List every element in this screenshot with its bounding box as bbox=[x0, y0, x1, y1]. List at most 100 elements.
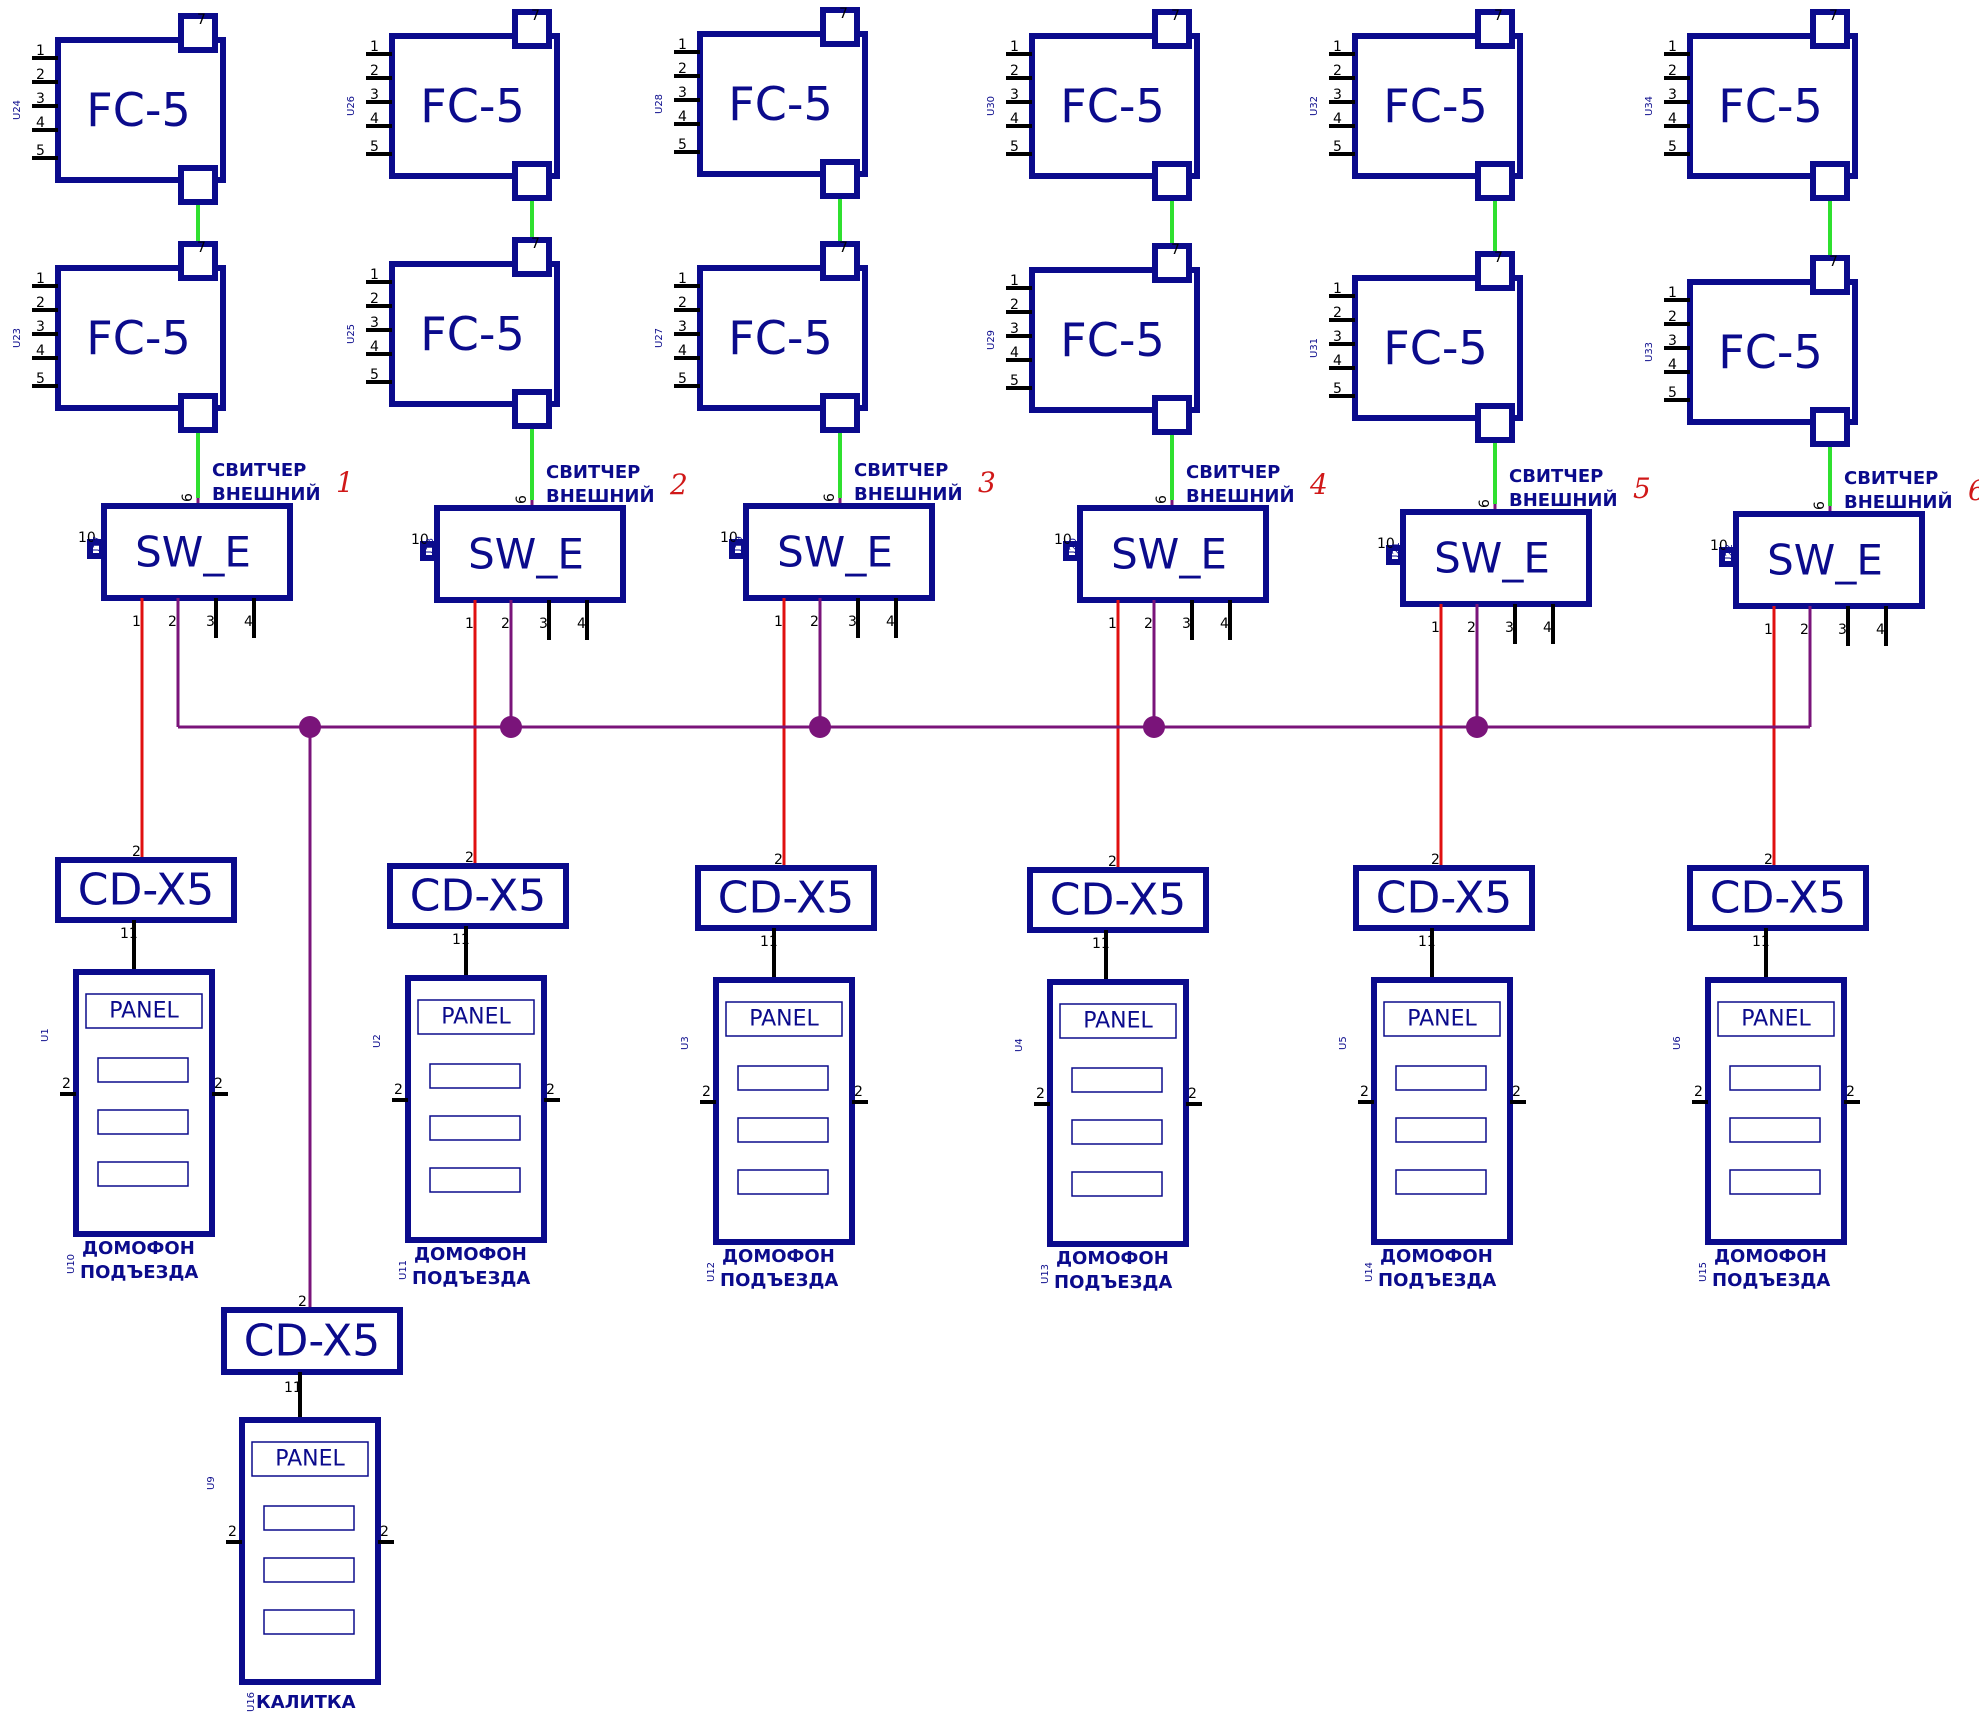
switcher-bottom-pin-number: 2 bbox=[1144, 616, 1153, 632]
fc5-top-pin-number: 7 bbox=[1494, 8, 1503, 24]
cdx5-label: CD-X5 bbox=[78, 865, 214, 916]
cdx5-top-pin-number: 2 bbox=[774, 852, 783, 868]
fc5-side-pin-number: 2 bbox=[1333, 305, 1342, 321]
fc5-box bbox=[697, 31, 868, 177]
fc5-label: FC-5 bbox=[728, 311, 832, 365]
door-caption-line1: ДОМОФОН bbox=[1380, 1246, 1493, 1267]
panel-left-pin-number: 2 bbox=[394, 1082, 403, 1098]
panel-label: PANEL bbox=[1741, 1007, 1811, 1032]
panel-right-pin-number: 2 bbox=[546, 1082, 555, 1098]
door-caption-line1: ДОМОФОН bbox=[722, 1246, 835, 1267]
fc5-box bbox=[1352, 33, 1523, 179]
fc5-box bbox=[389, 261, 560, 407]
fc5-side-pin-number: 5 bbox=[1010, 139, 1019, 155]
fc5-label: FC-5 bbox=[1718, 325, 1822, 379]
fc5-ref: U32 bbox=[1309, 96, 1320, 116]
panel-title-frame bbox=[417, 999, 535, 1035]
switcher-label: SW_E bbox=[1434, 534, 1550, 583]
switcher-caption-line1: СВИТЧЕР bbox=[546, 462, 640, 483]
switcher-number: 3 bbox=[978, 466, 996, 499]
switcher-left-pin-number: 10 bbox=[1377, 536, 1395, 552]
switcher-left-pin-number: 10 bbox=[78, 530, 96, 546]
fc5-bottom-connector bbox=[820, 393, 860, 433]
switcher-left-connector bbox=[729, 539, 747, 559]
door-caption-line2: ПОДЪЕЗДА bbox=[720, 1270, 838, 1291]
fc5-side-pin-number: 1 bbox=[1668, 39, 1677, 55]
fc5-side-pin-number: 4 bbox=[1333, 353, 1342, 369]
gate-ref: U16 bbox=[246, 1692, 257, 1712]
switcher-bottom-pin-number: 3 bbox=[1505, 620, 1514, 636]
fc5-ref: U27 bbox=[654, 328, 665, 348]
fc5-side-pin-number: 4 bbox=[1668, 111, 1677, 127]
gate-cdx5-box bbox=[221, 1307, 403, 1375]
switcher-caption-line1: СВИТЧЕР bbox=[1509, 466, 1603, 487]
switcher-label: SW_E bbox=[1767, 536, 1883, 585]
panel-label: PANEL bbox=[1083, 1009, 1153, 1034]
fc5-side-pin-number: 2 bbox=[36, 295, 45, 311]
door-caption-line1: ДОМОФОН bbox=[82, 1238, 195, 1259]
switcher-6: SW_E106U22СВИТЧЕРВНЕШНИЙ61234 bbox=[1710, 468, 1979, 646]
cdx5-bottom-pin-number: 11 bbox=[760, 934, 778, 950]
panel-button-slot bbox=[1729, 1169, 1821, 1195]
fc5-side-pin-number: 3 bbox=[370, 315, 379, 331]
switcher-bottom-pin-number: 4 bbox=[1876, 622, 1885, 638]
cdx5-top-pin-number: 2 bbox=[1431, 852, 1440, 868]
panel-button-slot bbox=[737, 1169, 829, 1195]
gate-cdx5-bottom-pin-number: 11 bbox=[284, 1380, 302, 1396]
fc5-top-connector bbox=[1152, 243, 1192, 283]
switcher-caption-line1: СВИТЧЕР bbox=[1186, 462, 1280, 483]
fc5-side-pin-number: 2 bbox=[1333, 63, 1342, 79]
bus-junction bbox=[809, 716, 831, 738]
switcher-bottom-pin-number: 1 bbox=[1431, 620, 1440, 636]
fc5-side-pin-number: 5 bbox=[1333, 381, 1342, 397]
switcher-caption-line2: ВНЕШНИЙ bbox=[1186, 485, 1295, 507]
fc5-side-pin-number: 3 bbox=[1333, 329, 1342, 345]
switcher-label: SW_E bbox=[1111, 530, 1227, 579]
cdx5-label: CD-X5 bbox=[1050, 875, 1186, 926]
switcher-bottom-pin-number: 4 bbox=[1543, 620, 1552, 636]
switcher-number: 2 bbox=[669, 468, 688, 501]
fc5-top-pin-number: 7 bbox=[531, 236, 540, 252]
cdx5-box bbox=[1353, 865, 1535, 931]
fc5-side-pin-number: 5 bbox=[370, 367, 379, 383]
fc5-side-pin-number: 2 bbox=[370, 291, 379, 307]
fc5-box bbox=[1687, 279, 1858, 425]
door-caption-line2: ПОДЪЕЗДА bbox=[80, 1262, 198, 1283]
fc5-side-pin-number: 2 bbox=[1010, 297, 1019, 313]
switcher-box bbox=[1400, 509, 1592, 607]
fc5-bottom-connector bbox=[1810, 161, 1850, 201]
switcher-label: SW_E bbox=[468, 530, 584, 579]
switcher-caption-line2: ВНЕШНИЙ bbox=[212, 483, 321, 505]
fc5-top-connector bbox=[820, 7, 860, 47]
cdx5-top-pin-number: 2 bbox=[465, 850, 474, 866]
panel-left-pin-number: 2 bbox=[1360, 1084, 1369, 1100]
panel-label: PANEL bbox=[441, 1005, 511, 1030]
fc5-side-pin-number: 3 bbox=[678, 319, 687, 335]
switcher-left-pin-number: 10 bbox=[720, 530, 738, 546]
fc5-side-pin-number: 3 bbox=[1010, 87, 1019, 103]
cdx5-top-pin-number: 2 bbox=[132, 844, 141, 860]
fc5-box bbox=[697, 265, 868, 411]
cdx5-top-pin-number: 2 bbox=[1108, 854, 1117, 870]
fc5-side-pin-number: 1 bbox=[370, 39, 379, 55]
door-ref: U14 bbox=[1364, 1262, 1375, 1282]
fc5-top-pin-number: 7 bbox=[531, 8, 540, 24]
gate-panel-left-pin-number: 2 bbox=[228, 1524, 237, 1540]
switcher-bottom-pin-number: 2 bbox=[1800, 622, 1809, 638]
cdx5-label: CD-X5 bbox=[1376, 873, 1512, 924]
panel-left-pin-number: 2 bbox=[62, 1076, 71, 1092]
switcher-caption-line2: ВНЕШНИЙ bbox=[1509, 489, 1618, 511]
panel-title-frame bbox=[1717, 1001, 1835, 1037]
switcher-box bbox=[743, 503, 935, 601]
switcher-left-connector bbox=[420, 541, 438, 561]
panel-button-slot bbox=[1395, 1169, 1487, 1195]
switcher-bottom-pin-number: 2 bbox=[810, 614, 819, 630]
fc5-ref: U33 bbox=[1644, 342, 1655, 362]
